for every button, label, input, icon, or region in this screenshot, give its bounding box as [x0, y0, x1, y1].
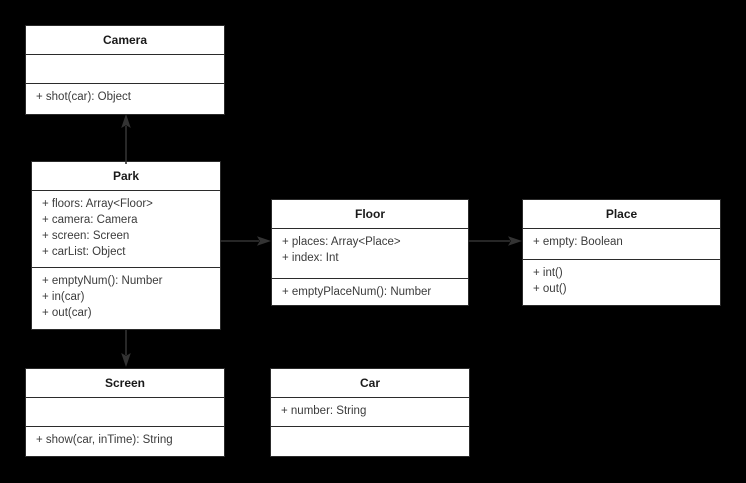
- class-methods-place: + int() + out(): [523, 260, 720, 305]
- class-methods-car: [271, 427, 469, 456]
- method-row: + shot(car): Object: [36, 91, 131, 103]
- method-row: + out(): [533, 283, 567, 296]
- class-attributes-screen: [26, 398, 224, 427]
- class-title-floor: Floor: [272, 200, 468, 229]
- connector-park-to-screen[interactable]: [118, 330, 134, 369]
- attribute-row: + index: Int: [282, 252, 339, 264]
- class-title-camera: Camera: [26, 26, 224, 55]
- class-methods-screen: + show(car, inTime): String: [26, 427, 224, 456]
- method-row: + show(car, inTime): String: [36, 434, 173, 446]
- method-row: + int(): [533, 267, 563, 280]
- attribute-row: + camera: Camera: [42, 214, 138, 226]
- attribute-row: + empty: Boolean: [533, 236, 623, 248]
- attribute-row: + places: Array<Place>: [282, 236, 401, 248]
- method-row: + emptyPlaceNum(): Number: [282, 286, 432, 298]
- class-attributes-park: + floors: Array<Floor> + camera: Camera …: [32, 191, 220, 269]
- uml-class-floor[interactable]: Floor + places: Array<Place> + index: In…: [271, 199, 469, 306]
- uml-class-screen[interactable]: Screen + show(car, inTime): String: [25, 368, 225, 457]
- method-row: + out(car): [42, 307, 92, 320]
- class-attributes-floor: + places: Array<Place> + index: Int: [272, 229, 468, 279]
- class-attributes-place: + empty: Boolean: [523, 229, 720, 261]
- uml-class-place[interactable]: Place + empty: Boolean + int() + out(): [522, 199, 721, 306]
- method-row: + emptyNum(): Number: [42, 275, 163, 288]
- attribute-row: + number: String: [281, 405, 367, 417]
- uml-class-car[interactable]: Car + number: String: [270, 368, 470, 457]
- attribute-row: + carList: Object: [42, 246, 126, 258]
- class-methods-camera: + shot(car): Object: [26, 84, 224, 113]
- connector-park-to-camera[interactable]: [118, 112, 134, 164]
- class-attributes-car: + number: String: [271, 398, 469, 427]
- class-methods-floor: + emptyPlaceNum(): Number: [272, 279, 468, 305]
- method-row: + in(car): [42, 291, 85, 304]
- class-title-park: Park: [32, 162, 220, 191]
- attribute-row: + screen: Screen: [42, 230, 130, 242]
- uml-class-park[interactable]: Park + floors: Array<Floor> + camera: Ca…: [31, 161, 221, 330]
- attribute-row: + floors: Array<Floor>: [42, 198, 153, 210]
- class-title-place: Place: [523, 200, 720, 229]
- uml-class-camera[interactable]: Camera + shot(car): Object: [25, 25, 225, 115]
- class-attributes-camera: [26, 55, 224, 84]
- connector-floor-to-place[interactable]: [468, 233, 524, 249]
- class-methods-park: + emptyNum(): Number + in(car) + out(car…: [32, 268, 220, 329]
- connector-park-to-floor[interactable]: [220, 233, 273, 249]
- class-title-car: Car: [271, 369, 469, 398]
- class-title-screen: Screen: [26, 369, 224, 398]
